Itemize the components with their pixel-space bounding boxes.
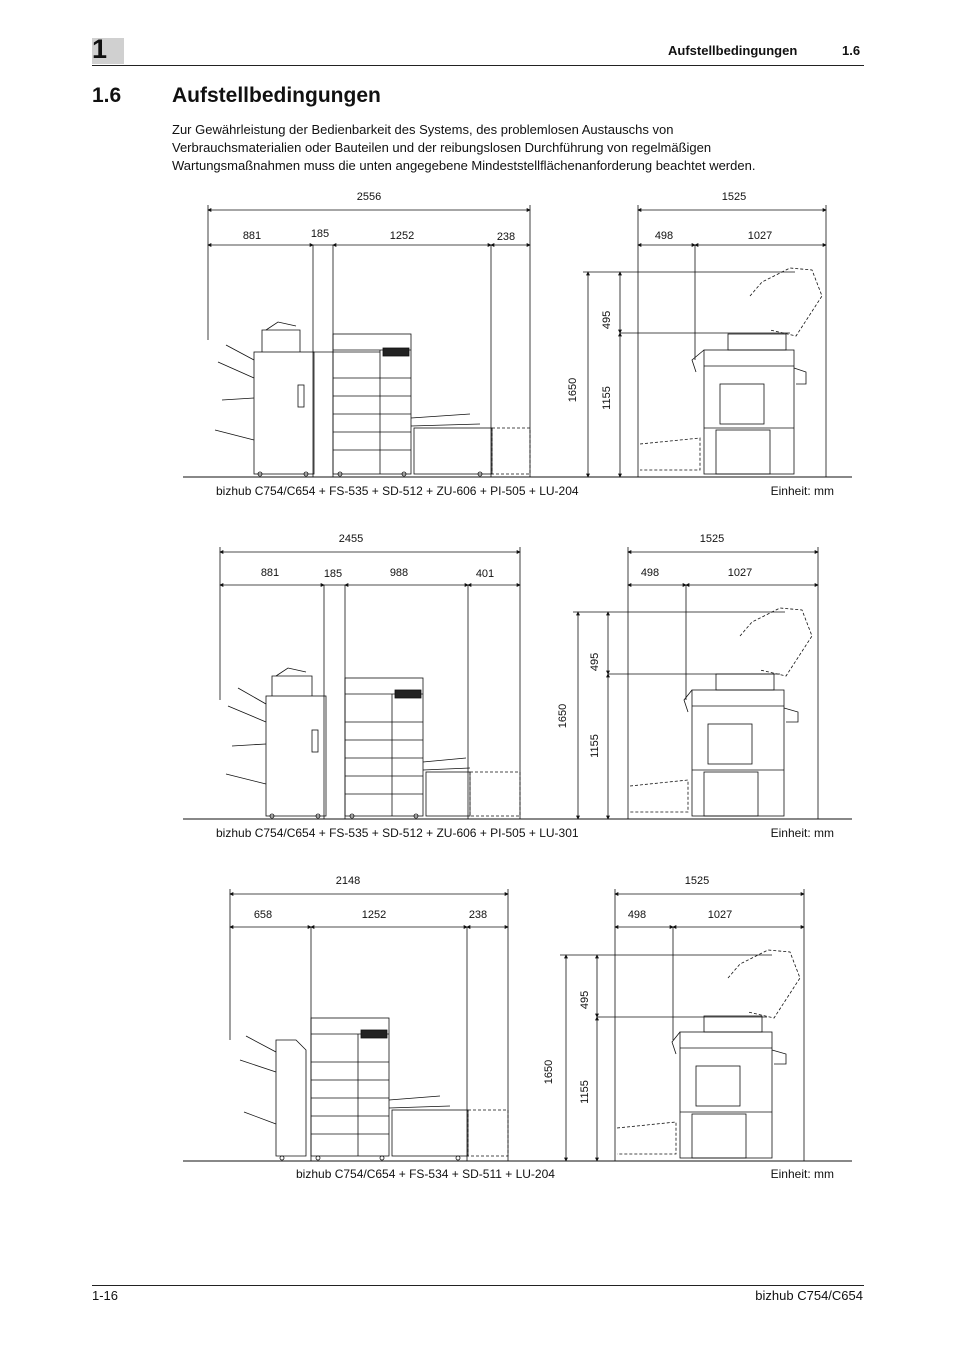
unit-label: Einheit: mm xyxy=(771,484,834,498)
dim-height-part: 495 xyxy=(589,653,601,671)
diagram-2 xyxy=(183,547,852,820)
footer-rule xyxy=(92,1285,864,1286)
chapter-number: 1 xyxy=(92,34,108,64)
dim-side-total: 1525 xyxy=(722,191,746,203)
dim-front-part: 1252 xyxy=(362,909,386,921)
dim-height-total: 1650 xyxy=(557,704,569,728)
intro-line: Zur Gewährleistung der Bedienbarkeit des… xyxy=(172,122,674,137)
unit-label: Einheit: mm xyxy=(771,1167,834,1181)
footer-product: bizhub C754/C654 xyxy=(755,1288,863,1303)
dim-side-total: 1525 xyxy=(700,533,724,545)
dim-height-total: 1650 xyxy=(543,1060,555,1084)
diagram-2-labels: 2455 881 185 988 401 1525 498 1027 1650 … xyxy=(216,533,834,840)
dim-side-part: 498 xyxy=(641,567,659,579)
dim-front-part: 881 xyxy=(261,567,279,579)
unit-label: Einheit: mm xyxy=(771,826,834,840)
page-number: 1-16 xyxy=(92,1288,119,1303)
diagram-3 xyxy=(183,889,852,1162)
dim-front-part: 658 xyxy=(254,909,272,921)
dim-front-total: 2148 xyxy=(336,875,360,887)
dim-height-part: 495 xyxy=(579,991,591,1009)
dim-side-part: 1027 xyxy=(728,567,752,579)
dim-front-part: 238 xyxy=(497,231,515,243)
diagram-3-labels: 2148 658 1252 238 1525 498 1027 1650 495… xyxy=(254,875,834,1181)
dim-front-part: 185 xyxy=(311,228,329,240)
dim-side-part: 498 xyxy=(655,230,673,242)
intro-line: Verbrauchsmaterialien oder Bauteilen und… xyxy=(172,140,712,155)
dim-front-part: 185 xyxy=(324,568,342,580)
dim-side-part: 1027 xyxy=(708,909,732,921)
dim-side-part: 498 xyxy=(628,909,646,921)
dim-front-part: 988 xyxy=(390,567,408,579)
dim-front-part: 1252 xyxy=(390,230,414,242)
diagram-caption: bizhub C754/C654 + FS-534 + SD-511 + LU-… xyxy=(296,1167,555,1181)
dim-height-part: 1155 xyxy=(589,734,601,758)
dim-height-part: 1155 xyxy=(601,386,613,410)
section-title: Aufstellbedingungen xyxy=(172,84,381,107)
diagram-caption: bizhub C754/C654 + FS-535 + SD-512 + ZU-… xyxy=(216,484,579,498)
header-rule xyxy=(92,65,864,66)
diagram-caption: bizhub C754/C654 + FS-535 + SD-512 + ZU-… xyxy=(216,826,579,840)
dim-front-part: 238 xyxy=(469,909,487,921)
section-number: 1.6 xyxy=(92,84,122,107)
dim-front-part: 401 xyxy=(476,568,494,580)
intro-line: Wartungsmaßnahmen muss die unten angegeb… xyxy=(172,158,756,173)
chapter-tab xyxy=(92,38,124,64)
header-section-title: Aufstellbedingungen xyxy=(668,43,798,58)
dim-side-part: 1027 xyxy=(748,230,772,242)
dim-height-part: 1155 xyxy=(579,1080,591,1104)
dim-height-total: 1650 xyxy=(567,378,579,402)
dim-height-part: 495 xyxy=(601,311,613,329)
diagram-1-labels: 2556 881 185 1252 238 1525 498 1027 1650… xyxy=(216,191,834,498)
dim-front-part: 881 xyxy=(243,230,261,242)
dim-front-total: 2455 xyxy=(339,533,363,545)
dim-front-total: 2556 xyxy=(357,191,381,203)
dim-side-total: 1525 xyxy=(685,875,709,887)
intro-paragraph: Zur Gewährleistung der Bedienbarkeit des… xyxy=(172,121,852,175)
header-section-number: 1.6 xyxy=(842,43,861,58)
diagram-1 xyxy=(183,205,852,478)
